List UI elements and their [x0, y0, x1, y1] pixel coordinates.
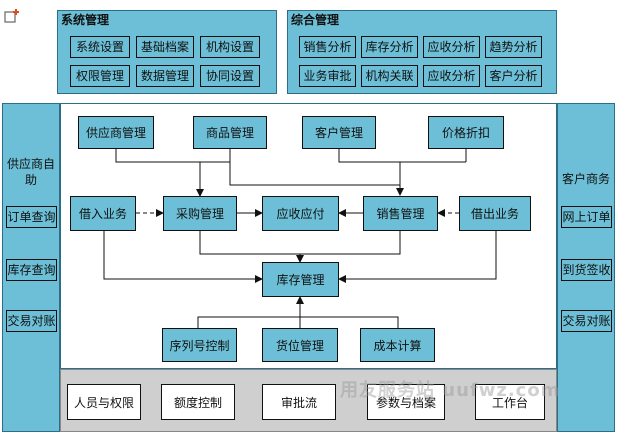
data-mgmt-chip[interactable]: 数据管理 — [136, 65, 194, 87]
permission-mgmt-chip[interactable]: 权限管理 — [70, 65, 130, 87]
base-archives-chip[interactable]: 基础档案 — [136, 36, 194, 58]
staff-permission-box[interactable]: 人员与权限 — [67, 384, 141, 420]
supplier-mgmt-node[interactable]: 供应商管理 — [78, 116, 154, 149]
online-order-item[interactable]: 网上订单 — [561, 206, 612, 228]
order-query-item[interactable]: 订单查询 — [6, 206, 57, 228]
borrow-in-node[interactable]: 借入业务 — [70, 196, 136, 231]
inventory-analysis-chip[interactable]: 库存分析 — [361, 36, 418, 58]
supplier-self-service-panel: 供应商自助 订单查询 库存查询 交易对账 — [2, 103, 60, 432]
business-approval-chip[interactable]: 业务审批 — [299, 65, 356, 87]
collab-settings-chip[interactable]: 协同设置 — [200, 65, 260, 87]
location-mgmt-node[interactable]: 货位管理 — [262, 328, 338, 362]
inventory-query-item[interactable]: 库存查询 — [6, 259, 57, 281]
params-archive-box[interactable]: 参数与档案 — [367, 384, 445, 420]
receivable-analysis-chip[interactable]: 应收分析 — [423, 36, 480, 58]
transaction-reconcile-right-item[interactable]: 交易对账 — [561, 310, 612, 332]
supplier-self-service-title: 供应商自助 — [6, 157, 55, 187]
watermark: 用友服务站 uufwz.com — [340, 380, 561, 401]
cost-calc-node[interactable]: 成本计算 — [360, 328, 435, 362]
borrow-out-node[interactable]: 借出业务 — [459, 196, 531, 231]
price-discount-node[interactable]: 价格折扣 — [428, 116, 504, 149]
trend-analysis-chip[interactable]: 趋势分析 — [485, 36, 542, 58]
customer-commerce-title: 客户商务 — [561, 172, 610, 186]
inventory-mgmt-node[interactable]: 库存管理 — [262, 262, 339, 297]
purchase-mgmt-node[interactable]: 采购管理 — [163, 196, 237, 231]
serial-number-node[interactable]: 序列号控制 — [162, 328, 237, 362]
receivable-analysis-2-chip[interactable]: 应收分析 — [423, 65, 480, 87]
customer-commerce-panel: 客户商务 网上订单 到货签收 交易对账 — [557, 103, 615, 432]
integrated-management-title: 综合管理 — [291, 13, 340, 27]
credit-limit-box[interactable]: 额度控制 — [161, 384, 235, 420]
org-settings-chip[interactable]: 机构设置 — [200, 36, 260, 58]
sales-mgmt-node[interactable]: 销售管理 — [363, 196, 438, 231]
transaction-reconcile-left-item[interactable]: 交易对账 — [6, 310, 57, 332]
sales-analysis-chip[interactable]: 销售分析 — [299, 36, 356, 58]
goods-mgmt-node[interactable]: 商品管理 — [193, 116, 267, 149]
org-link-chip[interactable]: 机构关联 — [361, 65, 418, 87]
system-settings-chip[interactable]: 系统设置 — [70, 36, 130, 58]
system-management-panel: 系统管理 系统设置 基础档案 机构设置 权限管理 数据管理 协同设置 — [57, 10, 277, 94]
add-window-icon — [4, 8, 20, 24]
workbench-box[interactable]: 工作台 — [475, 384, 545, 420]
delivery-receipt-item[interactable]: 到货签收 — [561, 259, 612, 281]
receivable-payable-node[interactable]: 应收应付 — [262, 196, 339, 231]
customer-analysis-chip[interactable]: 客户分析 — [485, 65, 542, 87]
system-management-title: 系统管理 — [61, 13, 110, 27]
customer-mgmt-node[interactable]: 客户管理 — [302, 116, 376, 149]
approval-flow-box[interactable]: 审批流 — [262, 384, 336, 420]
integrated-management-panel: 综合管理 销售分析 库存分析 应收分析 趋势分析 业务审批 机构关联 应收分析 … — [287, 10, 557, 94]
